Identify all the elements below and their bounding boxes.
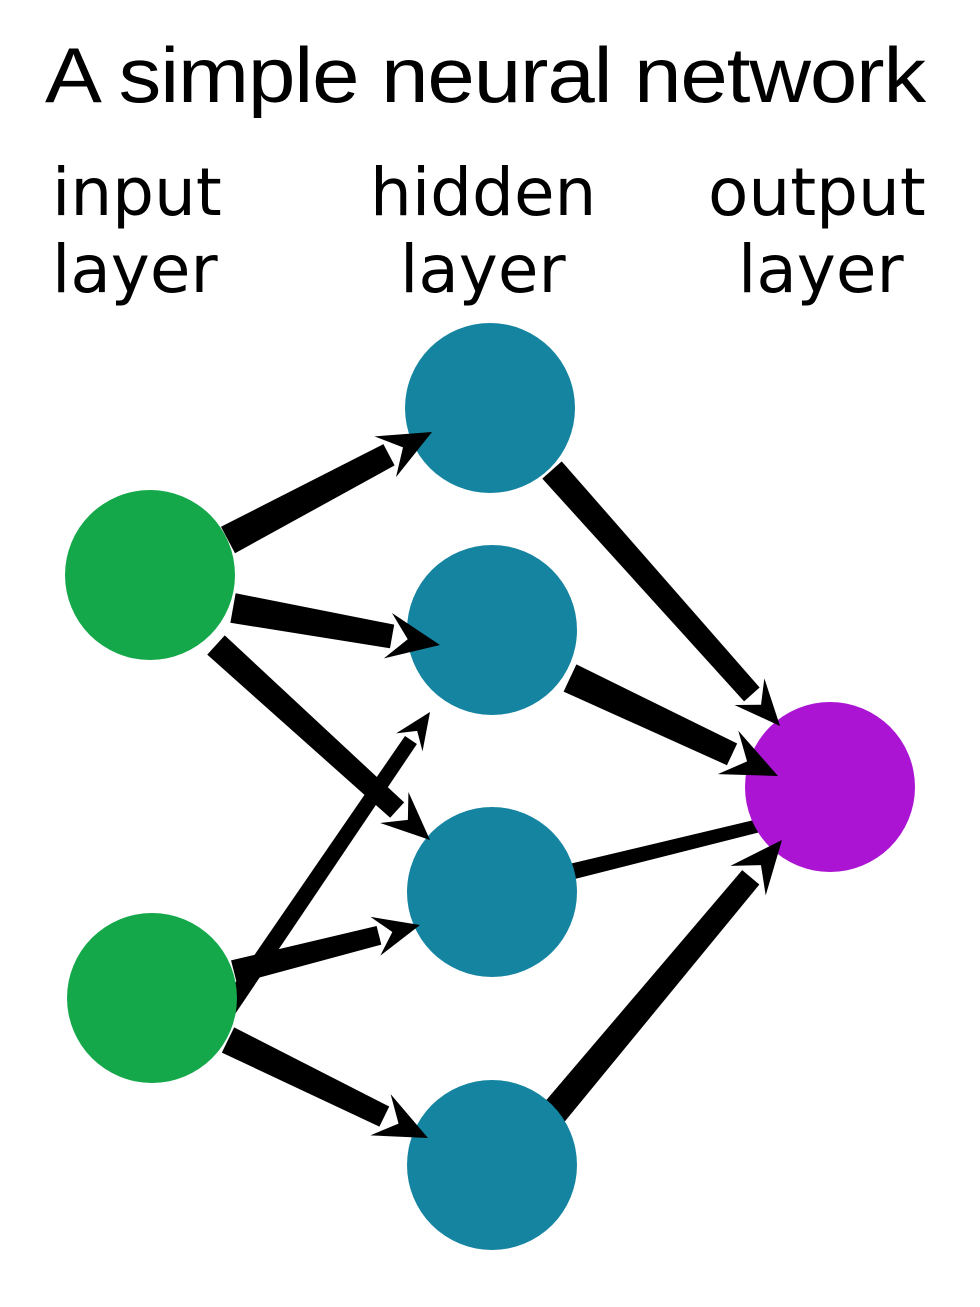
- edge-arrowhead: [396, 712, 430, 752]
- edge-arrowhead: [730, 840, 782, 896]
- edge-shaft: [231, 926, 382, 984]
- hidden-layer-label-line2: layer: [400, 231, 566, 308]
- edge-shaft: [221, 1027, 390, 1127]
- edge-shaft: [563, 664, 738, 766]
- node-i2: [67, 913, 237, 1083]
- edges-layer: [192, 444, 784, 1127]
- node-i1: [65, 490, 235, 660]
- edge-arrowhead: [370, 1094, 428, 1138]
- page-title: A simple neural network: [45, 31, 927, 119]
- edge-arrowhead: [380, 791, 430, 840]
- edge-arrowhead: [370, 916, 420, 956]
- hidden-layer-label-line1: hidden: [370, 154, 596, 231]
- edge-shaft: [568, 813, 784, 880]
- node-h3: [407, 807, 577, 977]
- input-layer-label-line1: input: [52, 154, 222, 231]
- edge-arrowhead: [717, 730, 778, 776]
- node-o1: [745, 702, 915, 872]
- edge-shaft: [542, 461, 760, 702]
- node-h1: [405, 323, 575, 493]
- edge-arrowhead: [734, 678, 780, 726]
- output-layer-label-line1: output: [708, 154, 926, 231]
- input-layer-label-line2: layer: [52, 231, 218, 308]
- edge-shaft: [220, 444, 395, 554]
- edge-arrowhead: [374, 432, 432, 478]
- edge-shaft: [230, 593, 395, 649]
- node-h4: [407, 1080, 577, 1250]
- edge-shaft: [541, 870, 760, 1124]
- layer-labels: input layer hidden layer output layer: [52, 154, 926, 308]
- nodes-layer: [65, 323, 915, 1250]
- edge-shaft: [207, 635, 405, 818]
- edge-arrowhead: [383, 613, 440, 659]
- arrowheads-layer: [370, 432, 782, 1138]
- output-layer-label-line2: layer: [738, 231, 904, 308]
- node-h2: [407, 545, 577, 715]
